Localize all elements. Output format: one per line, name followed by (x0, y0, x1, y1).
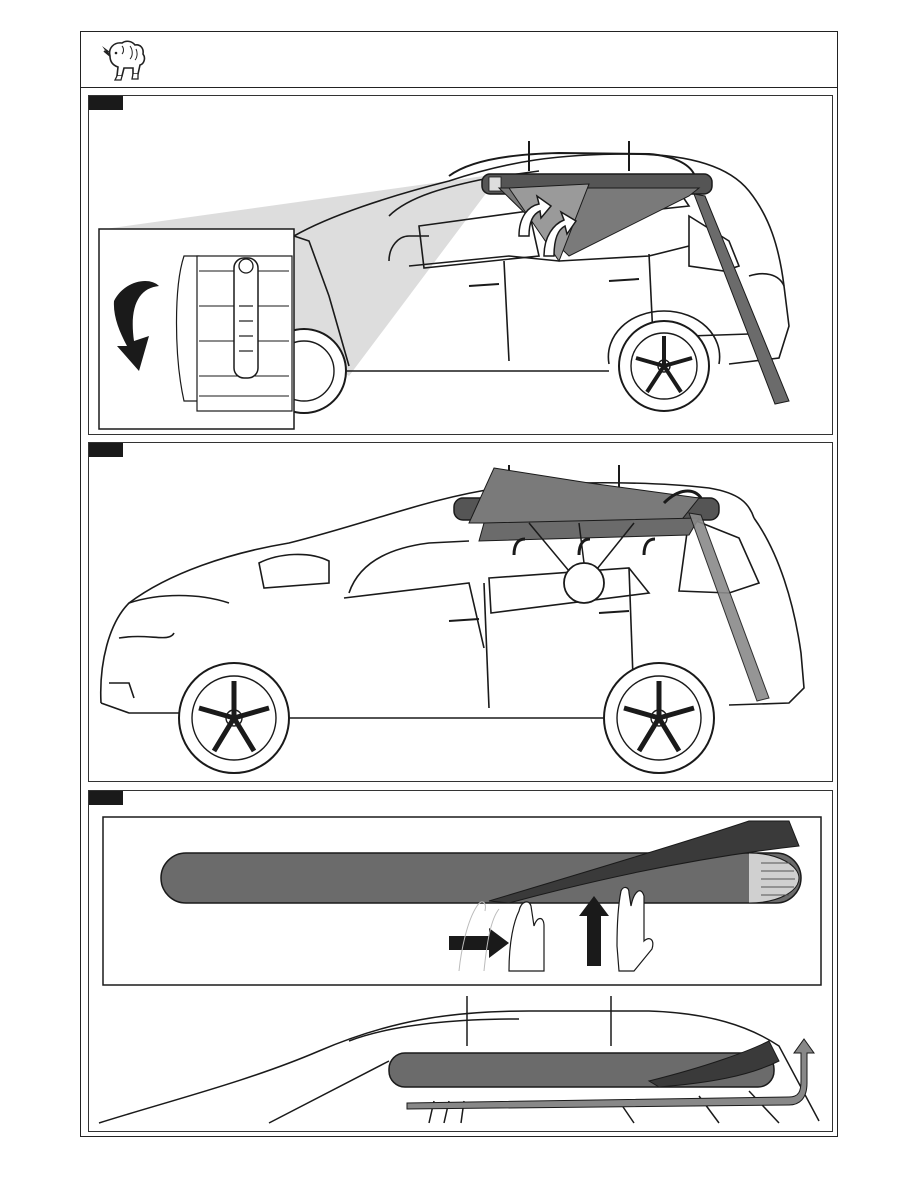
awning-bag (161, 853, 801, 903)
step-2-panel (88, 442, 833, 782)
callout-circle (564, 563, 604, 603)
step-2-tag (89, 443, 123, 457)
step-3-illustration (89, 791, 834, 1133)
page-header (80, 31, 838, 88)
detail-inset-1 (99, 229, 294, 429)
rhino-logo-icon (100, 34, 150, 84)
wheel-rear-2 (604, 663, 714, 773)
step-3-tag (89, 791, 123, 805)
step-1-illustration (89, 96, 834, 436)
step-3-panel (88, 790, 833, 1132)
step-1-tag (89, 96, 123, 110)
wheel-front-1 (619, 321, 709, 411)
step-2-illustration (89, 443, 834, 783)
wheel-front-2 (179, 663, 289, 773)
step-1-panel (88, 95, 833, 435)
